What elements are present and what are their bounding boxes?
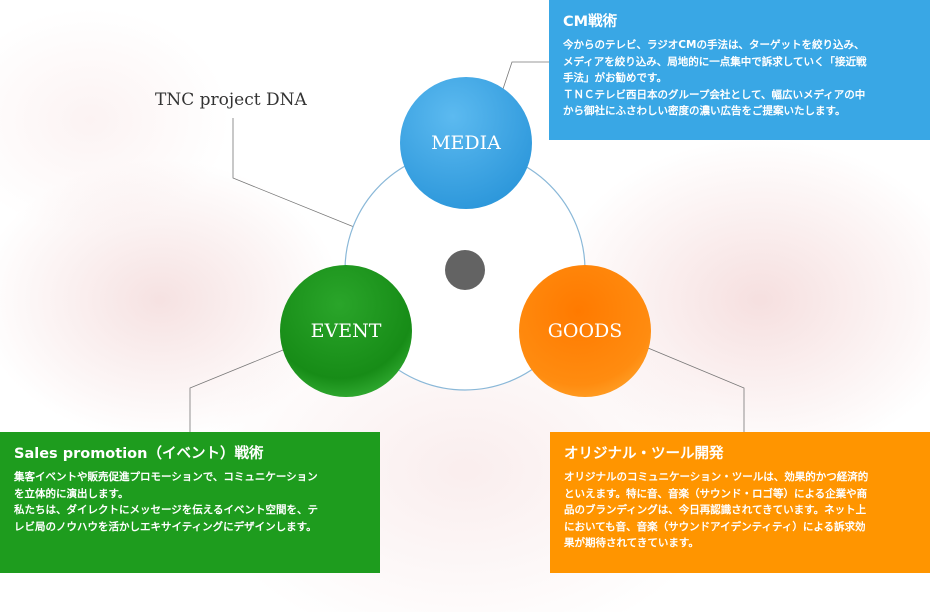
original-heading: オリジナル・ツール開発 — [564, 446, 724, 462]
cm-line: 手法」がお勧めです。 — [563, 72, 667, 84]
sales-line: レビ局のノウハウを活かしエキサイティングにデザインします。 — [14, 520, 317, 533]
cm-line: から御社にふさわしい密度の濃い広告をご提案いたします。 — [563, 105, 846, 117]
connector-goods-box — [647, 347, 745, 432]
cm-text: 今からのテレビ、ラジオCMの手法は、ターゲットを絞り込み、 メディアを絞り込み、… — [563, 37, 916, 120]
connector-event-box — [189, 347, 289, 432]
original-line: 果が期待されてきています。 — [564, 537, 699, 549]
sales-line: 集客イベントや販売促進プロモーションで、コミュニケーション — [14, 471, 318, 483]
goods-circle — [519, 265, 651, 397]
cm-strategy-box: CM戦術 今からのテレビ、ラジオCMの手法は、ターゲットを絞り込み、 メディアを… — [549, 0, 930, 140]
sales-heading: Sales promotion（イベント）戦術 — [14, 446, 264, 462]
original-line: 品のブランディングは、今日再認識されてきています。ネット上 — [564, 504, 867, 516]
original-text: オリジナルのコミュニケーション・ツールは、効果的かつ経済的 といえます。特に音、… — [564, 469, 916, 552]
sales-text: 集客イベントや販売促進プロモーションで、コミュニケーション を立体的に演出します… — [14, 469, 366, 535]
cm-line: ＴＮＣテレビ西日本のグループ会社として、幅広いメディアの中 — [563, 88, 866, 101]
connector-media-box — [500, 61, 549, 96]
original-tool-box: オリジナル・ツール開発 オリジナルのコミュニケーション・ツールは、効果的かつ経済… — [550, 432, 930, 573]
cm-line: 今からのテレビ、ラジオCMの手法は、ターゲットを絞り込み、 — [563, 39, 865, 51]
sales-line: を立体的に演出します。 — [14, 487, 129, 500]
cm-heading: CM戦術 — [563, 14, 618, 30]
original-line: においても音、音楽（サウンドアイデンティティ）による訴求効 — [564, 520, 866, 533]
media-label: MEDIA — [431, 132, 501, 154]
sales-line: 私たちは、ダイレクトにメッセージを伝えるイベント空間を、テ — [14, 504, 318, 516]
sales-promotion-box: Sales promotion（イベント）戦術 集客イベントや販売促進プロモーシ… — [0, 432, 380, 573]
original-line: といえます。特に音、音楽（サウンド・ロゴ等）による企業や商 — [564, 487, 868, 500]
diagram-title: TNC project DNA — [155, 90, 307, 110]
media-circle — [400, 77, 532, 209]
cm-line: メディアを絞り込み、局地的に一点集中で訴求していく「接近戦 — [563, 55, 867, 68]
center-dot — [445, 250, 485, 290]
event-circle — [280, 265, 412, 397]
event-label: EVENT — [310, 320, 382, 342]
goods-label: GOODS — [547, 320, 623, 342]
original-line: オリジナルのコミュニケーション・ツールは、効果的かつ経済的 — [564, 471, 869, 483]
